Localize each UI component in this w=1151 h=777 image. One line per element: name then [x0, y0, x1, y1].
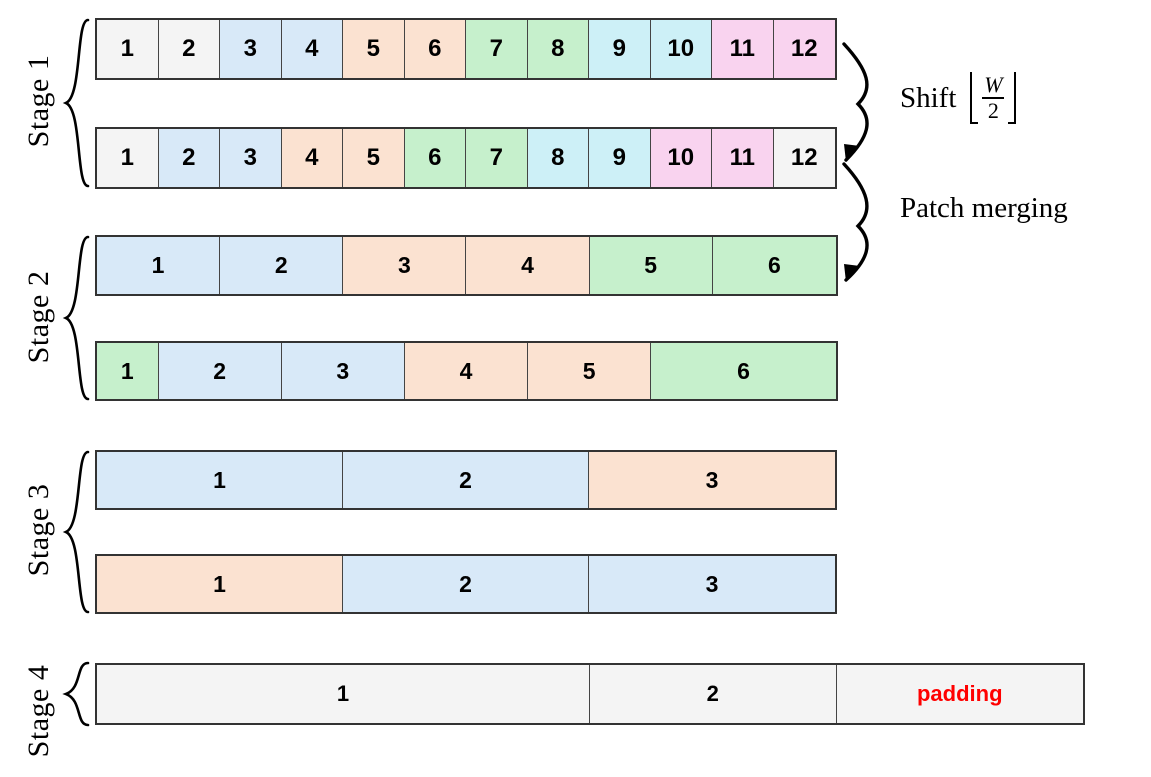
- shift-annotation: Shift W 2: [900, 72, 1017, 124]
- stage-2-row-2-cell-2: 2: [158, 343, 282, 399]
- stage-1-row-2-cell-5: 5: [343, 129, 405, 187]
- stage-1-row-1-cell-4: 4: [281, 20, 343, 78]
- stage-4-row-1-cell-2: 2: [590, 665, 837, 723]
- stage-1-row-2-cell-7: 7: [466, 129, 528, 187]
- stage-1-row-1-cell-12: 12: [773, 20, 835, 78]
- stage-1-row-1-cell-8: 8: [527, 20, 589, 78]
- floor-bracket-left: [970, 72, 979, 124]
- shift-label: Shift: [900, 81, 957, 114]
- stage-1-row-1-cell-5: 5: [343, 20, 405, 78]
- stage-1-row-2-cell-6: 6: [404, 129, 466, 187]
- floor-bracket-right: [1008, 72, 1017, 124]
- stage-2-row-1-cell-1: 1: [97, 237, 221, 294]
- patch-merging-label: Patch merging: [900, 192, 1068, 224]
- stage-1-row-1-cell-9: 9: [589, 20, 651, 78]
- shift-formula: W 2: [970, 72, 1017, 124]
- stage-1-row-1-cell-6: 6: [404, 20, 466, 78]
- stage-2-row-1-cell-6: 6: [712, 237, 836, 294]
- stage-4-row-1-cell-3: padding: [836, 665, 1083, 723]
- stage-1-row-2-cell-12: 12: [773, 129, 835, 187]
- stage-2-row-2-cell-3: 3: [281, 343, 405, 399]
- stage-1-row-2-cell-3: 3: [220, 129, 282, 187]
- fraction-numerator: W: [984, 72, 1003, 97]
- stage-2-row-1-cell-4: 4: [466, 237, 590, 294]
- stage-2-row-2-cell-4: 4: [404, 343, 529, 399]
- stage-2-row-2-cell-1: 1: [97, 343, 159, 399]
- stage-2-row-1-cell-5: 5: [589, 237, 713, 294]
- stage-3-row-2-cell-2: 2: [343, 556, 589, 612]
- patch-merging-annotation: Patch merging: [900, 192, 1068, 225]
- stage-2-brace: [62, 235, 92, 401]
- stage-3-row-1-cell-3: 3: [589, 452, 835, 508]
- fraction-denominator: 2: [987, 98, 999, 123]
- stage-3-row-1-cell-2: 2: [343, 452, 589, 508]
- stage-2-row-2-cell-5: 5: [528, 343, 652, 399]
- stage-1-row-1-cell-1: 1: [97, 20, 159, 78]
- stage-4-row-1-cell-1: 1: [97, 665, 590, 723]
- stage-3-row-1-cell-1: 1: [97, 452, 343, 508]
- patch-merging-arrow: [842, 162, 869, 282]
- stage-4-label: Stage 4: [22, 664, 55, 758]
- fraction-w-over-2: W 2: [978, 74, 1008, 122]
- stage-1-row-2-cell-2: 2: [158, 129, 220, 187]
- stage-1-row-1-cell-10: 10: [650, 20, 712, 78]
- stage-2-row-1-cell-2: 2: [220, 237, 344, 294]
- stage-2-row-1-cell-3: 3: [343, 237, 467, 294]
- stage-3-label: Stage 3: [22, 483, 55, 577]
- stage-3-row-2-cell-1: 1: [97, 556, 343, 612]
- stage-1-row-2-cell-10: 10: [650, 129, 712, 187]
- stage-1-brace: [62, 18, 92, 188]
- stage-1-row-2-cell-8: 8: [527, 129, 589, 187]
- stage-1-row-1-cell-3: 3: [220, 20, 282, 78]
- stage-1-row-2-cell-4: 4: [281, 129, 343, 187]
- stage-3-row-2-cell-3: 3: [589, 556, 835, 612]
- stage-1-row-2-cell-11: 11: [712, 129, 774, 187]
- stage-3-brace: [62, 450, 92, 614]
- stage-2-row-2-cell-6: 6: [651, 343, 836, 399]
- stage-2-label: Stage 2: [22, 270, 55, 364]
- stage-4-brace: [62, 661, 92, 727]
- fraction-rule: [982, 97, 1005, 99]
- stage-1-row-2-cell-9: 9: [589, 129, 651, 187]
- stage-1-row-1-cell-7: 7: [466, 20, 528, 78]
- stage-1-row-1-cell-2: 2: [158, 20, 220, 78]
- stage-1-row-2-cell-1: 1: [97, 129, 159, 187]
- stage-1-label: Stage 1: [22, 54, 55, 148]
- stage-1-row-1-cell-11: 11: [712, 20, 774, 78]
- shift-arrow: [842, 42, 869, 162]
